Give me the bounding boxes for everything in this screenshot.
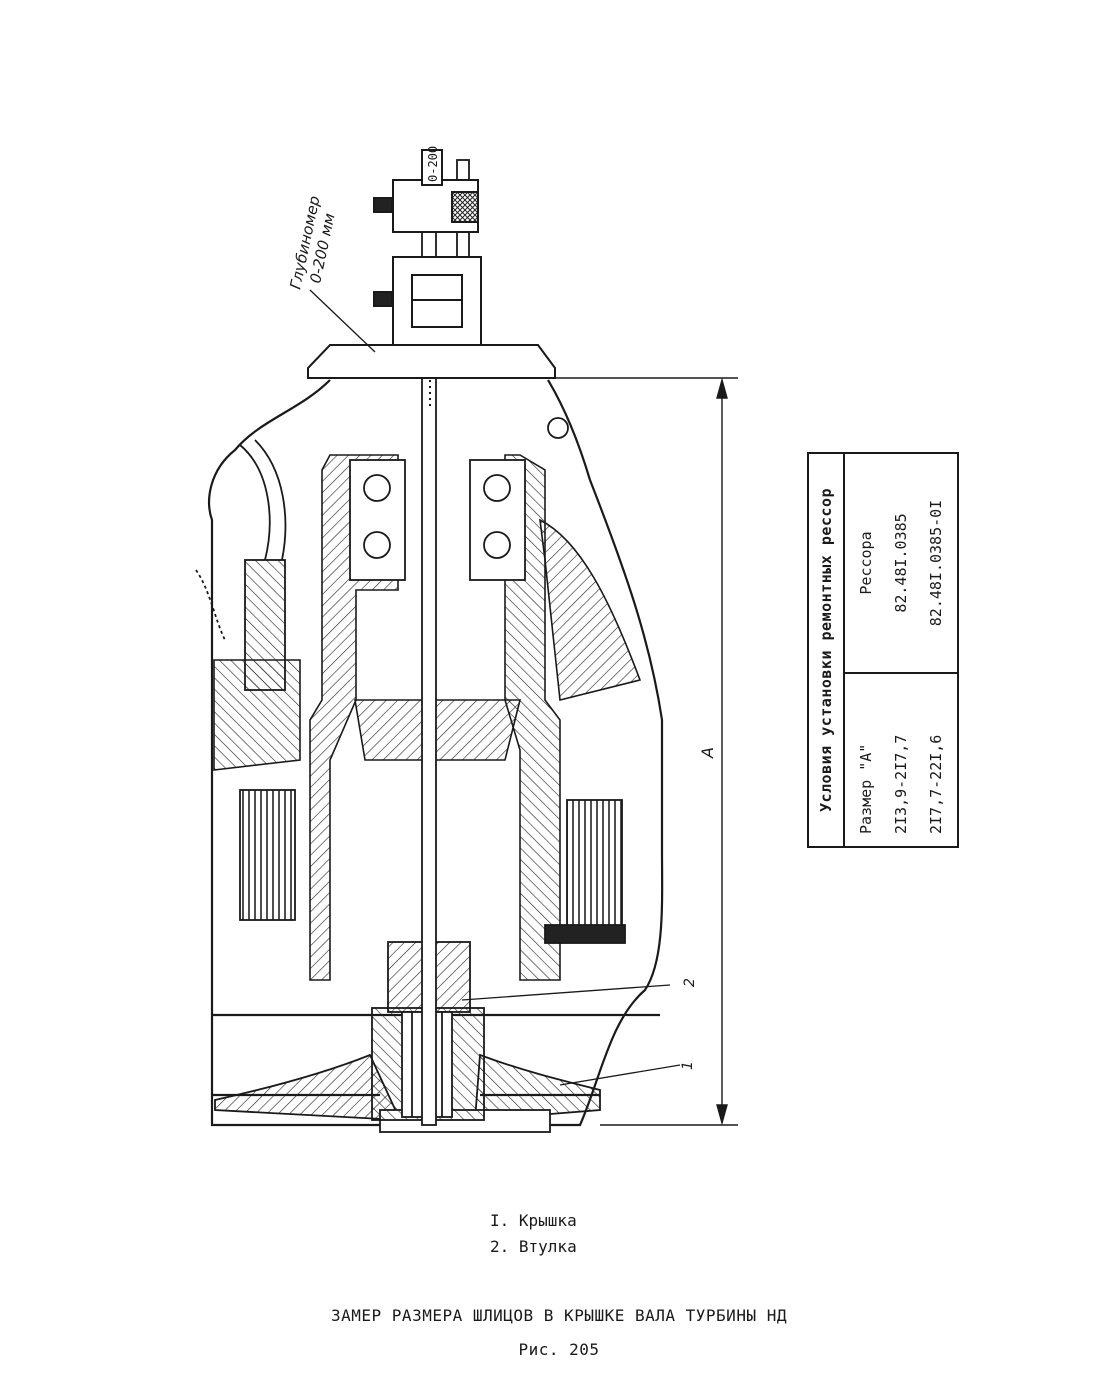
leader-lines [309, 289, 681, 1086]
bearings [349, 417, 569, 581]
table-title: Условия установки ремонтных рессор [809, 454, 845, 846]
table-rotated: Условия установки ремонтных рессор Разме… [807, 452, 959, 848]
table-header-size: Размер "А" [857, 743, 876, 834]
depth-gauge [307, 149, 556, 410]
table-col-size: Размер "А" 2I3,9-2I7,7 2I7,7-22I,6 [845, 672, 957, 846]
callout-2: 2 [682, 978, 698, 987]
table-cell: 82.48I.0385 [891, 513, 910, 613]
installation-conditions-table: Условия установки ремонтных рессор Разме… [807, 452, 959, 848]
table-header-spring: Рессора [857, 531, 876, 595]
table-cell: 82.48I.0385-0I [926, 499, 945, 627]
table-cell: 2I3,9-2I7,7 [891, 734, 910, 834]
dimension-a [555, 377, 738, 1126]
left-hatched-body [213, 454, 642, 981]
table-cell: 2I7,7-22I,6 [926, 734, 945, 834]
legend-item: 2. Втулка [490, 1237, 577, 1256]
figure-number: Рис. 205 [518, 1340, 600, 1359]
oil-pipe [195, 439, 287, 691]
parts-legend: I. Крышка 2. Втулка [490, 1208, 577, 1260]
callout-1: 1 [680, 1061, 696, 1070]
dimension-a-label: A [698, 747, 717, 759]
table-col-spring: Рессора 82.48I.0385 82.48I.0385-0I [845, 454, 957, 672]
figure-title: ЗАМЕР РАЗМЕРА ШЛИЦОВ В КРЫШКЕ ВАЛА ТУРБИ… [331, 1306, 787, 1325]
legend-item: I. Крышка [490, 1211, 577, 1230]
scale-label: 0-200 [426, 146, 440, 182]
stator-coils [239, 789, 626, 944]
